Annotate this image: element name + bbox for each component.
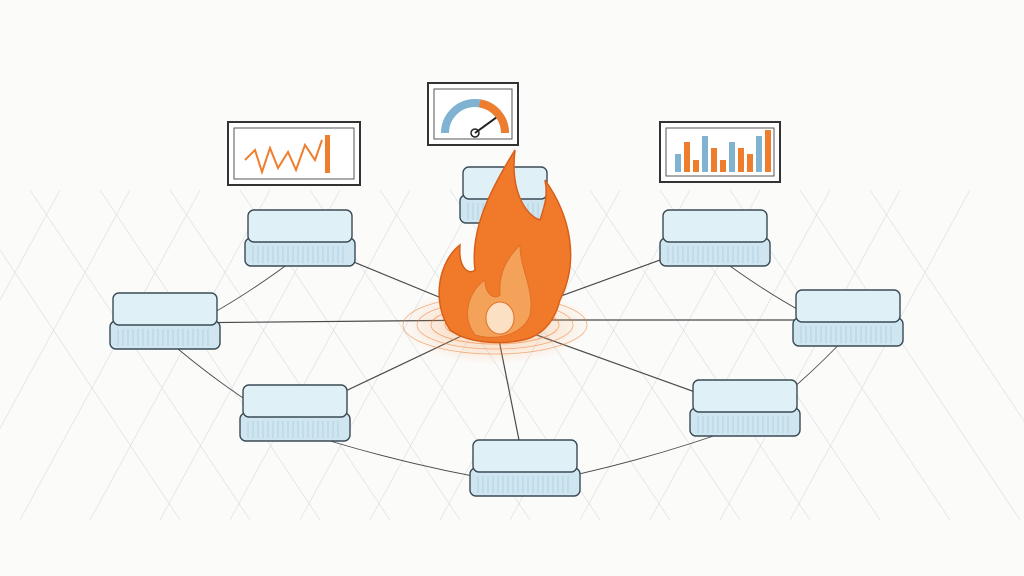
gauge-hub <box>470 128 480 138</box>
gauge-arc-hot <box>478 99 509 134</box>
grid-line <box>649 189 831 521</box>
grid-line <box>229 189 411 521</box>
server-node <box>109 292 221 350</box>
grid-line <box>99 189 321 521</box>
fire-icon <box>400 149 590 365</box>
bar-chart-bar <box>756 136 762 172</box>
server-node-top <box>247 209 353 243</box>
server-node <box>792 289 904 347</box>
server-node-top <box>112 292 218 326</box>
server-node <box>659 209 771 267</box>
server-node <box>244 209 356 267</box>
bar-chart-bar <box>702 136 708 172</box>
line-chart-trace <box>244 139 323 176</box>
grid-line <box>19 189 201 521</box>
server-nodes <box>109 166 904 497</box>
grid-line <box>169 189 391 521</box>
flame-core <box>485 301 515 335</box>
bar-chart-bar <box>675 154 681 172</box>
bar-chart-bar <box>729 142 735 172</box>
bar-chart-monitor <box>659 121 781 183</box>
monitors <box>227 82 781 186</box>
grid-line <box>0 249 181 521</box>
server-node-top <box>472 439 578 473</box>
bar-chart-bar <box>747 154 753 172</box>
bar-chart-bar <box>711 148 717 172</box>
gauge-monitor <box>427 82 519 146</box>
server-node <box>469 439 581 497</box>
server-node-top <box>692 379 798 413</box>
flame-inner <box>467 243 532 338</box>
grid-line <box>29 189 251 521</box>
server-node-top <box>242 384 348 418</box>
grid-line <box>719 189 901 521</box>
server-node <box>689 379 801 437</box>
grid-line <box>0 189 131 429</box>
grid-line <box>299 189 481 521</box>
grid-line <box>869 189 1024 422</box>
line-chart-monitor <box>227 121 361 186</box>
bar-chart-bar <box>684 142 690 172</box>
server-node <box>239 384 351 442</box>
grid-line <box>0 189 61 301</box>
grid-line <box>589 189 811 521</box>
server-node-top <box>795 289 901 323</box>
bar-chart-bar <box>738 148 744 172</box>
grid-line <box>89 189 271 521</box>
bar-chart-bar <box>765 130 771 172</box>
grid-line <box>799 189 1021 521</box>
bar-chart-bar <box>720 160 726 172</box>
grid-line <box>789 189 971 521</box>
line-chart-bar <box>325 135 330 173</box>
bar-chart-bar <box>693 160 699 172</box>
server-node-top <box>662 209 768 243</box>
